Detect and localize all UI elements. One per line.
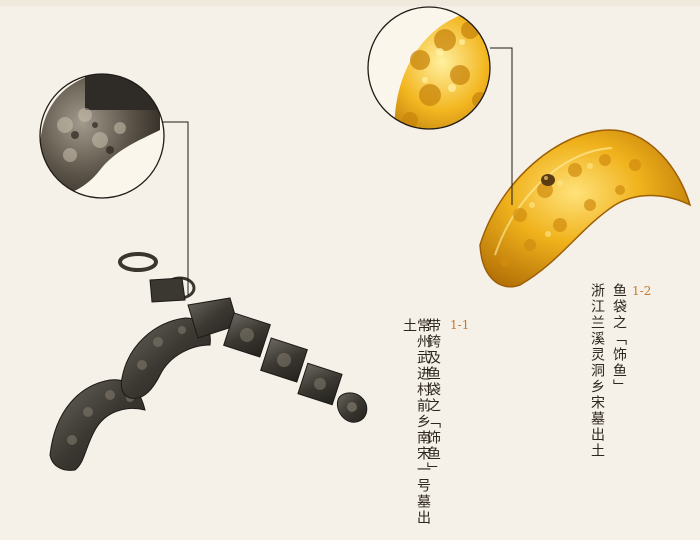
silver-belt-set bbox=[49, 252, 368, 471]
top-divider bbox=[0, 0, 700, 6]
item-1-2-source: 浙江兰溪灵洞乡宋墓出土 bbox=[589, 283, 605, 459]
gold-detail-zoom bbox=[367, 6, 491, 130]
silver-leader-line bbox=[162, 121, 189, 295]
gold-fish-ornament bbox=[479, 129, 692, 288]
item-1-2-title: 鱼袋之「饰鱼」 bbox=[611, 283, 627, 395]
item-1-1-title: 带銙及鱼袋之「饰鱼」 bbox=[425, 318, 441, 478]
item-1-1-number: 1-1 bbox=[450, 318, 470, 332]
gold-leader-line bbox=[490, 47, 513, 205]
item-1-1-source: 常州武进村前乡南宋一号墓出土 bbox=[401, 318, 431, 526]
silver-detail-zoom bbox=[39, 73, 165, 199]
item-1-2-number: 1-2 bbox=[632, 284, 652, 298]
